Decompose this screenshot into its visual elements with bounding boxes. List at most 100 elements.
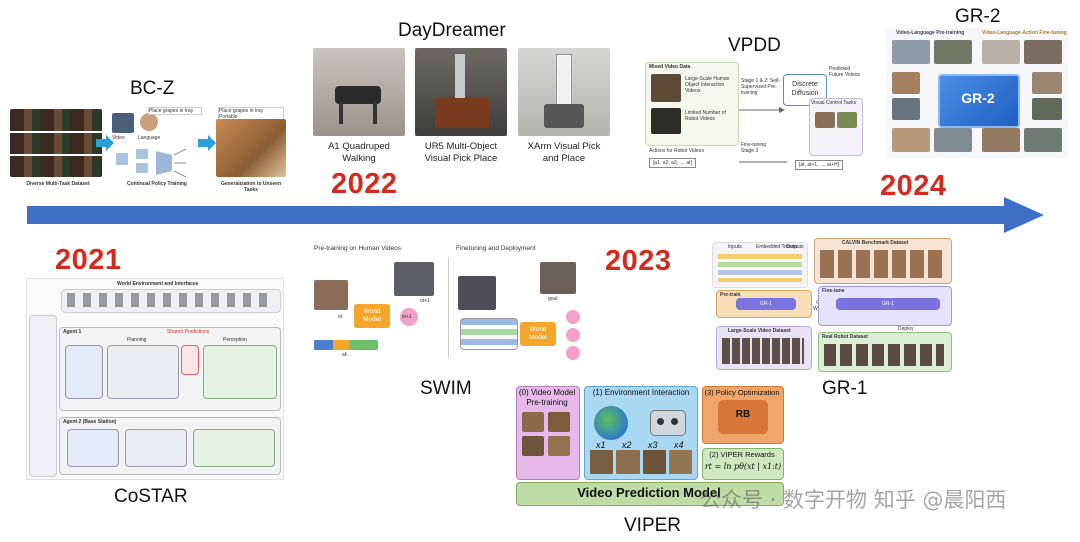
gr2-center-label: GR-2: [961, 90, 995, 106]
daydreamer-title: DayDreamer: [398, 20, 506, 41]
daydreamer-caption-a1: A1 Quadruped Walking: [328, 141, 390, 164]
gr1-large-label: Large-Scale Video Dataset: [728, 328, 791, 334]
viper-rb-label: RB: [735, 409, 751, 420]
viper-bottom-bar: [516, 482, 784, 506]
viper-panel-policy-label: (3) Policy Optimization: [704, 388, 780, 397]
costar-agent2-label: Agent 2 (Base Station): [63, 419, 117, 425]
viper-robot-icon: [650, 410, 686, 436]
viper-x1: x1: [596, 440, 606, 450]
vpdd-robot-thumb: [651, 108, 681, 134]
swim-human-photo-1: [314, 280, 348, 310]
swim-state-node: [400, 308, 418, 326]
swim-goal-label: goal: [548, 296, 558, 302]
vpdd-finetune-label: Fine-tuning Stage 3: [741, 142, 767, 154]
bcz-robot-scene: [216, 119, 286, 177]
swim-ot-label: ot: [338, 314, 343, 320]
year-2021: 2021: [55, 244, 122, 276]
bcz-network: [116, 148, 187, 178]
swim-figure: Pre-training on Human Videos Finetuning …: [308, 238, 598, 362]
bcz-label-training: Continual Policy Training: [126, 181, 187, 187]
vpdd-visual-label: Visual Control Tasks: [811, 100, 857, 106]
swim-ah-label: ah: [342, 352, 348, 358]
swim-action-bar: [314, 340, 378, 350]
gr2-label-pretrain: Video-Language Pre-training: [896, 30, 965, 36]
costar-shared-label: Shared Predictions: [167, 329, 210, 335]
daydreamer-xarm-photo: [518, 48, 610, 136]
swim-world-model-2: [520, 322, 556, 346]
gr1-tokens-label: Embedded Tokens: [756, 244, 798, 250]
gr2-label-finetune: Video-Language-Action Fine-tuning: [982, 30, 1067, 36]
gr2-figure: Video-Language Pre-training Video-Langua…: [886, 28, 1068, 158]
gr1-finetune-label: Fine-tune: [822, 288, 845, 294]
viper-rb-box: [718, 400, 768, 434]
costar-figure: World Environment and Interfaces Agent 1…: [26, 278, 284, 480]
viper-x2: x2: [622, 440, 632, 450]
vpdd-large-label: Large-Scale Human Object Interaction Vid…: [685, 76, 730, 94]
bcz-dataset-grid: [10, 109, 102, 177]
gr1-deploy-label: Deploy: [898, 326, 914, 332]
costar-perception-label: Perception: [223, 337, 247, 343]
swim-st1-label: st+1: [402, 314, 412, 320]
vpdd-arrows: [739, 107, 787, 163]
viper-panel-env-label: (1) Environment Interaction: [592, 388, 690, 397]
gr1-pretrain-label: Pre-train: [720, 292, 741, 298]
vpdd-human-thumb: [651, 74, 681, 102]
viper-panel-video: [516, 386, 580, 480]
swim-divider: [448, 258, 449, 358]
viper-panel-video-label: (0) Video Model Pre-training: [518, 388, 576, 407]
vpdd-actions-out: [at, at+1, ..., at+H]: [795, 160, 844, 170]
bcz-language-thumb: [140, 113, 158, 131]
year-2022: 2022: [331, 168, 398, 200]
watermark: 公众号 · 数字开物 知乎 @晨阳西: [700, 488, 1007, 512]
gr2-title: GR-2: [955, 6, 1001, 27]
vpdd-task-thumb-2: [837, 112, 857, 128]
vpdd-title: VPDD: [728, 35, 781, 56]
vpdd-figure: Mixed Video Data Large-Scale Human Objec…: [645, 60, 863, 175]
viper-figure: (0) Video Model Pre-training (1) Environ…: [512, 384, 786, 506]
swim-embedding-bars: [460, 318, 518, 350]
viper-earth-icon: [594, 406, 628, 440]
gr1-real-label: Real Robot Dataset: [822, 334, 868, 340]
costar-world-label: World Environment and Interfaces: [117, 281, 199, 287]
bcz-prompt-1: Place grapes in tray: [148, 107, 202, 115]
vpdd-stage1-label: Stage 1 & 2: Self-Supervised Pre-trainin…: [741, 78, 781, 96]
year-2023: 2023: [605, 245, 672, 277]
swim-ot1-label: ot+1: [420, 298, 430, 304]
viper-title: VIPER: [624, 515, 682, 536]
gr1-inputs-label: Inputs: [728, 244, 742, 250]
gr1-model-box-2: [836, 298, 940, 310]
daydreamer-ur5-photo: [415, 48, 507, 136]
swim-world-model-2-label: World Model: [529, 326, 547, 341]
vpdd-limited-label: Limited Number of Robot Videos: [685, 110, 726, 122]
vpdd-discrete-label: Discrete Diffusion: [791, 81, 819, 97]
swim-finetune-title: Finetuning and Deployment: [456, 245, 536, 252]
bcz-arrow-2: [198, 135, 216, 151]
bcz-label-generalization: Generalization to Unseen Tasks: [220, 181, 281, 193]
bcz-arrow-1: [96, 135, 114, 151]
gr1-model-box-1: [736, 298, 796, 310]
viper-panel-rewards: [702, 448, 784, 480]
viper-x4: x4: [674, 440, 684, 450]
swim-pretrain-title: Pre-training on Human Videos: [314, 245, 401, 252]
swim-robot-photo-2: [540, 262, 576, 294]
costar-planning-label: Planning: [127, 337, 147, 343]
viper-x3: x3: [648, 440, 658, 450]
viper-formula: rt = ln pθ(xt | x1:t): [704, 462, 782, 471]
daydreamer-caption-xarm: XArm Visual Pick and Place: [527, 141, 601, 164]
viper-panel-rewards-label: (2) VIPER Rewards: [709, 450, 775, 459]
vpdd-task-thumb-1: [815, 112, 835, 128]
timeline-arrow: [27, 197, 1044, 233]
swim-title: SWIM: [420, 378, 472, 399]
gr1-figure: Inputs Embedded Tokens Outputs CALVIN Be…: [712, 238, 952, 372]
bcz-figure: Place grapes in tray Video Language Plac…: [8, 105, 290, 193]
gr1-model-label-1: GR-1: [760, 301, 772, 307]
bcz-language-label: Language: [138, 135, 161, 141]
vpdd-action-seq: [a1, a2, a3, ..., at]: [649, 158, 696, 168]
bcz-video-label: Video: [112, 135, 125, 141]
vpdd-predicted-label: Predicted Future Videos: [829, 66, 861, 78]
gr1-calvin-label: CALVIN Benchmark Dataset: [842, 240, 909, 246]
gr1-title: GR-1: [822, 378, 868, 399]
daydreamer-caption-ur5: UR5 Multi-Object Visual Pick Place: [424, 141, 498, 164]
costar-agent1-label: Agent 1: [63, 329, 82, 335]
costar-title: CoSTAR: [114, 486, 188, 507]
